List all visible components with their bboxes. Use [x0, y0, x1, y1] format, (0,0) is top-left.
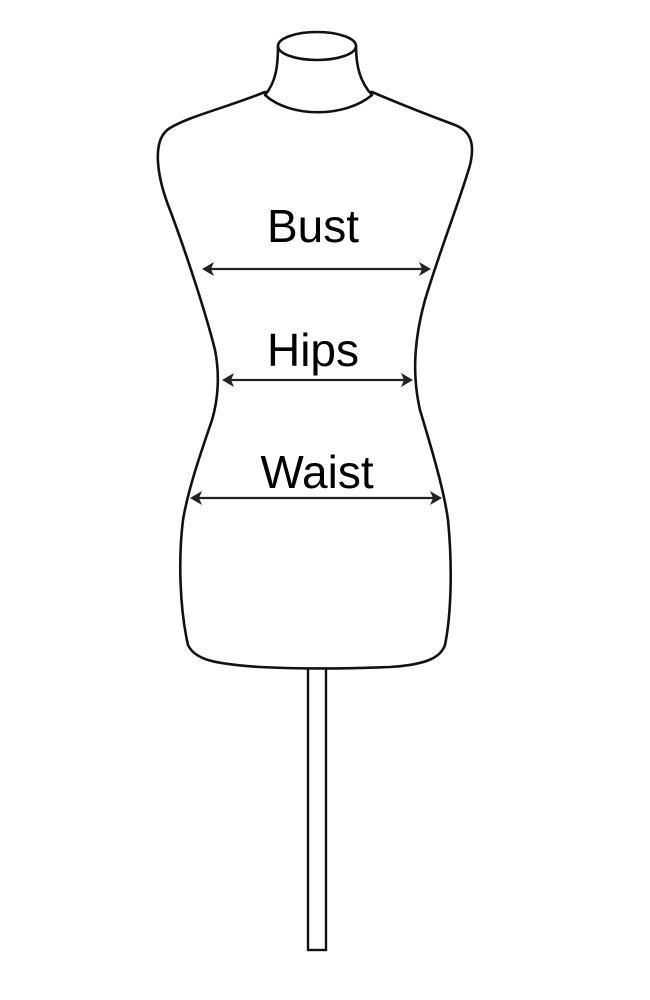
stand-pole [306, 666, 328, 952]
neck [263, 30, 374, 114]
bust-measurement: Bust [202, 200, 431, 276]
hips-measurement: Hips [222, 324, 413, 387]
waist-arrow-right-head [430, 491, 442, 505]
bust-arrow-right-head [419, 262, 431, 276]
bust-arrow-left-head [202, 262, 214, 276]
waist-measurement: Waist [190, 446, 442, 505]
waist-label: Waist [260, 446, 374, 498]
hips-arrow-right-head [401, 373, 413, 387]
hips-arrow-left-head [222, 373, 234, 387]
bust-label: Bust [267, 200, 359, 252]
waist-arrow-left-head [190, 491, 202, 505]
hips-label: Hips [267, 324, 359, 376]
